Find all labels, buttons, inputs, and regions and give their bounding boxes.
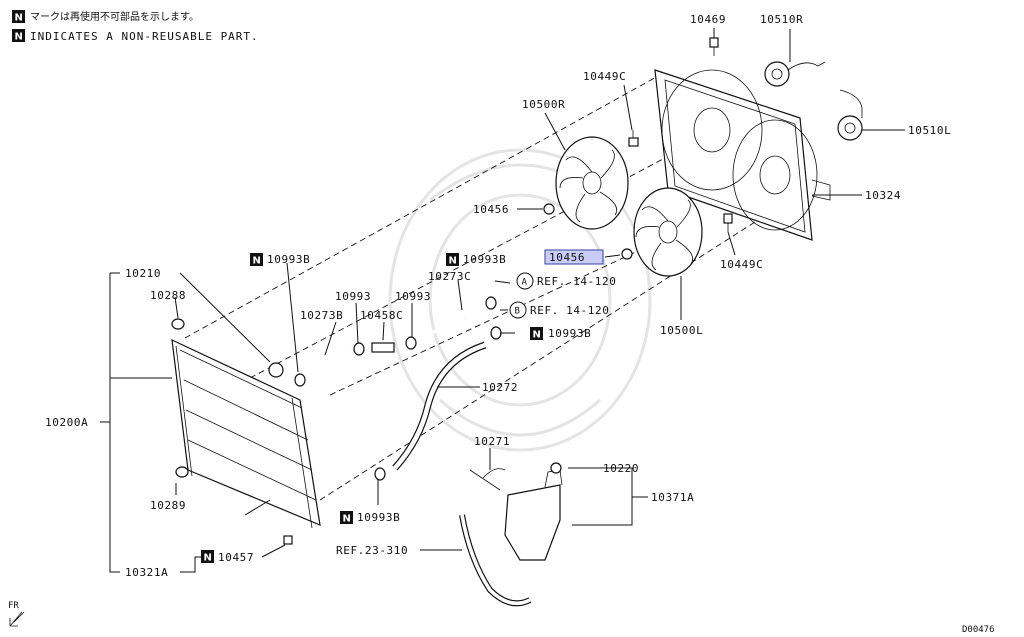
svg-text:N: N <box>204 553 212 564</box>
ref-circles: A B <box>509 272 534 319</box>
svg-text:A: A <box>522 278 528 288</box>
svg-text:N: N <box>533 330 541 341</box>
label-10993-1: 10993 <box>335 290 371 303</box>
label-10993B-2: 10993B <box>463 253 506 266</box>
radiator <box>171 338 321 529</box>
label-10510L: 10510L <box>908 124 951 137</box>
label-10210: 10210 <box>125 267 161 280</box>
ref-23-310: REF.23-310 <box>336 544 408 557</box>
ref-14-120-b: REF. 14-120 <box>530 304 609 317</box>
label-10456-a: 10456 <box>473 203 509 216</box>
label-10200A: 10200A <box>45 416 88 429</box>
label-10272: 10272 <box>482 381 518 394</box>
front-arrow-icon <box>9 611 25 627</box>
svg-text:N: N <box>343 514 351 525</box>
svg-text:N: N <box>253 256 261 267</box>
legend-note-jp: マークは再使用不可部品を示します。 <box>30 10 199 23</box>
label-10220: 10220 <box>603 462 639 475</box>
fan-blade-left <box>633 187 703 277</box>
label-10288: 10288 <box>150 289 186 302</box>
ref-14-120-a: REF. 14-120 <box>537 275 616 288</box>
label-10271: 10271 <box>474 435 510 448</box>
label-10500L: 10500L <box>660 324 703 337</box>
label-10289: 10289 <box>150 499 186 512</box>
label-10273B: 10273B <box>300 309 343 322</box>
label-10449C-bottom: 10449C <box>720 258 763 271</box>
label-10510R: 10510R <box>760 13 803 26</box>
svg-text:N: N <box>15 32 23 43</box>
svg-text:N: N <box>449 256 457 267</box>
label-10371A: 10371A <box>651 491 694 504</box>
front-indicator-label: FR <box>8 601 19 611</box>
label-10469: 10469 <box>690 13 726 26</box>
part-labels: 10469 10510R 10449C 10500R 10510L 10324 … <box>8 13 995 635</box>
hose-clamps <box>171 296 502 545</box>
fan-blade-right <box>555 136 629 230</box>
fan-motor-left <box>837 89 863 141</box>
leader-lines <box>100 28 905 573</box>
watermark-emblem <box>388 148 652 452</box>
fan-motor-right <box>764 61 826 87</box>
label-10449C-top: 10449C <box>583 70 626 83</box>
fan-shroud <box>654 69 831 241</box>
legend-note-en: INDICATES A NON-REUSABLE PART. <box>30 30 259 43</box>
svg-text:B: B <box>515 307 520 317</box>
label-10500R: 10500R <box>522 98 565 111</box>
label-10324: 10324 <box>865 189 901 202</box>
label-10273C: 10273C <box>428 270 471 283</box>
label-10458C: 10458C <box>360 309 403 322</box>
nonreusable-badges: N N N N N <box>201 253 543 564</box>
label-10457: 10457 <box>218 551 254 564</box>
svg-text:N: N <box>15 13 23 24</box>
label-10321A: 10321A <box>125 566 168 579</box>
highlighted-part-label[interactable] <box>544 249 604 265</box>
label-10993B-4: 10993B <box>357 511 400 524</box>
label-10993B-3: 10993B <box>548 327 591 340</box>
reserve-tank <box>482 462 563 561</box>
hoses <box>303 316 532 607</box>
label-10993B-1: 10993B <box>267 253 310 266</box>
diagram-id: D00476 <box>962 625 995 635</box>
label-10456-b: 10456 <box>549 251 585 264</box>
label-10993-2: 10993 <box>395 290 431 303</box>
legend: N マークは再使用不可部品を示します。 N INDICATES A NON-RE… <box>12 10 259 43</box>
